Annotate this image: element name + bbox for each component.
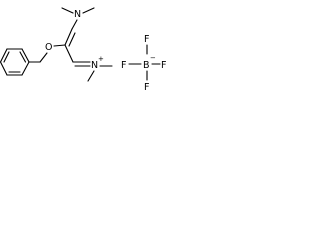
bond-c-c-double-outer [64, 28, 73, 46]
bond-n-methyl-down [87, 70, 95, 82]
atom-n-iminium: N [91, 60, 98, 71]
atom-n-dimethylamino: N [74, 9, 81, 20]
atom-boron: B [143, 60, 150, 71]
ring-bond-4 [0, 48, 8, 63]
iminium-group: N + [72, 55, 113, 82]
bond-nme-top-methyl-2 [82, 7, 95, 14]
bond-c-ch [64, 44, 74, 63]
boron-charge: − [150, 54, 156, 62]
atom-o-ether: O [45, 42, 52, 53]
atom-f-top: F [144, 34, 149, 45]
bond-c-o [53, 44, 66, 47]
iminium-charge: + [98, 55, 104, 63]
ring-inner-3 [19, 51, 27, 63]
bond-c-c-double-inner [68, 32, 76, 47]
chemical-structure: N O N + [0, 7, 166, 93]
atom-f-bottom: F [144, 82, 149, 93]
enamine-backbone [53, 28, 76, 63]
ring-bond-6 [21, 48, 30, 63]
ring-bond-3 [0, 61, 8, 76]
atom-f-left: F [121, 60, 126, 71]
benzene-ring [0, 48, 30, 76]
bond-o-ch2 [39, 52, 48, 63]
dimethylamino-group: N [61, 7, 95, 30]
ring-bond-1 [21, 61, 30, 76]
bond-nme-top-methyl-1 [61, 7, 74, 14]
ring-inner-2 [3, 51, 10, 63]
benzyloxy-group: O [0, 42, 52, 76]
tetrafluoroborate-anion: F F B − F F [121, 34, 166, 93]
atom-f-right: F [161, 60, 166, 71]
bond-n-to-vinyl [71, 19, 78, 30]
